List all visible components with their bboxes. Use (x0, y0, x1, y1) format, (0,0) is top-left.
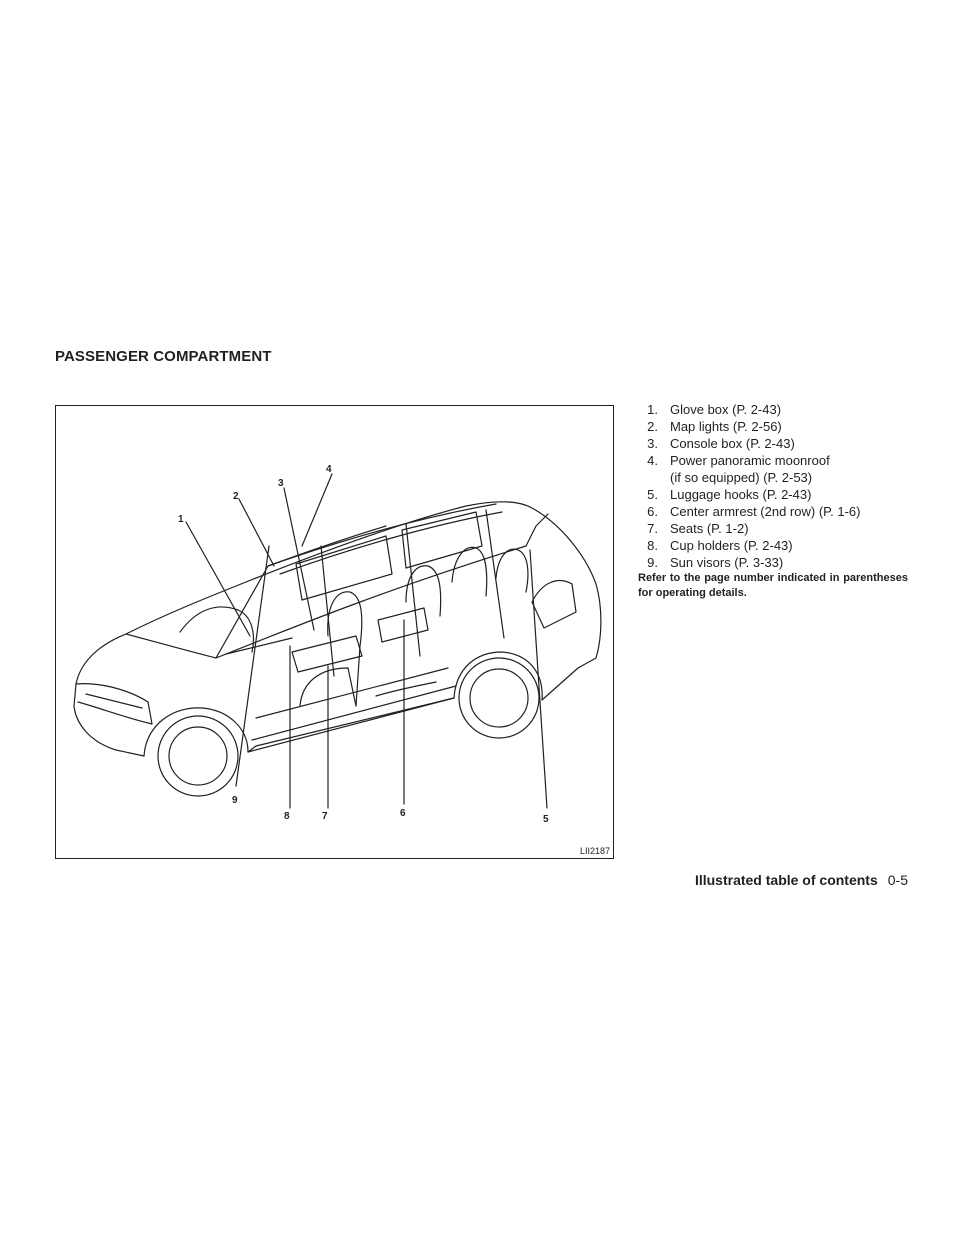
item-number: 5. (647, 487, 658, 502)
item-text: Seats (P. 1-2) (670, 521, 749, 536)
item-number: 9. (647, 555, 658, 570)
item-number: 2. (647, 419, 658, 434)
item-number: 7. (647, 521, 658, 536)
item-list: 1. Glove box (P. 2-43) 2. Map lights (P. 2… (640, 401, 910, 571)
page-footer: Illustrated table of contents 0-5 (695, 872, 908, 888)
item-text-continued: (if so equipped) (P. 2-53) (670, 470, 813, 485)
vehicle-cutaway-illustration: 1 2 3 4 5 6 7 8 9 (73, 464, 602, 825)
figure-callout-8: 8 (284, 811, 290, 822)
item-text: Center armrest (2nd row) (P. 1-6) (670, 504, 861, 519)
figure-callout-5: 5 (543, 814, 549, 825)
figure-callout-2: 2 (233, 491, 239, 502)
item-number: 4. (647, 453, 658, 468)
item-text: Power panoramic moonroof (670, 453, 830, 468)
figure-callout-9: 9 (232, 795, 238, 806)
item-text: Glove box (P. 2-43) (670, 402, 782, 417)
item-text: Cup holders (P. 2-43) (670, 538, 793, 553)
list-item: 8. Cup holders (P. 2-43) (640, 537, 910, 554)
figure-callout-1: 1 (178, 514, 184, 525)
item-text: Luggage hooks (P. 2-43) (670, 487, 812, 502)
footer-section-title: Illustrated table of contents (694, 872, 878, 888)
list-item: 5. Luggage hooks (P. 2-43) (640, 486, 910, 503)
figure-callout-6: 6 (400, 808, 406, 819)
list-item: 4. Power panoramic moonroof (if so equippe… (640, 452, 910, 486)
item-number: 8. (647, 538, 658, 553)
item-text: Sun visors (P. 3-33) (670, 555, 784, 570)
page-heading: PASSENGER COMPARTMENT (55, 348, 272, 365)
item-text: Console box (P. 2-43) (670, 436, 795, 451)
list-item: 7. Seats (P. 1-2) (640, 520, 910, 537)
figure-callout-4: 4 (326, 464, 332, 475)
item-text: Map lights (P. 2-56) (670, 419, 782, 434)
list-item: 9. Sun visors (P. 3-33) (640, 554, 910, 571)
list-item: 1. Glove box (P. 2-43) (640, 401, 910, 418)
list-item: 3. Console box (P. 2-43) (640, 435, 910, 452)
figure-code: LII2187 (579, 846, 610, 856)
page-number: 0-5 (887, 872, 908, 888)
list-item: 2. Map lights (P. 2-56) (640, 418, 910, 435)
item-number: 1. (647, 402, 658, 417)
operating-details-note: Refer to the page number indicated in pa… (638, 572, 908, 599)
passenger-compartment-figure: 1 2 3 4 5 6 7 8 9 LII2187 (55, 405, 614, 859)
figure-callout-7: 7 (322, 811, 328, 822)
item-number: 3. (647, 436, 658, 451)
item-number: 6. (647, 504, 658, 519)
list-item: 6. Center armrest (2nd row) (P. 1-6) (640, 503, 910, 520)
figure-callout-3: 3 (278, 478, 284, 489)
